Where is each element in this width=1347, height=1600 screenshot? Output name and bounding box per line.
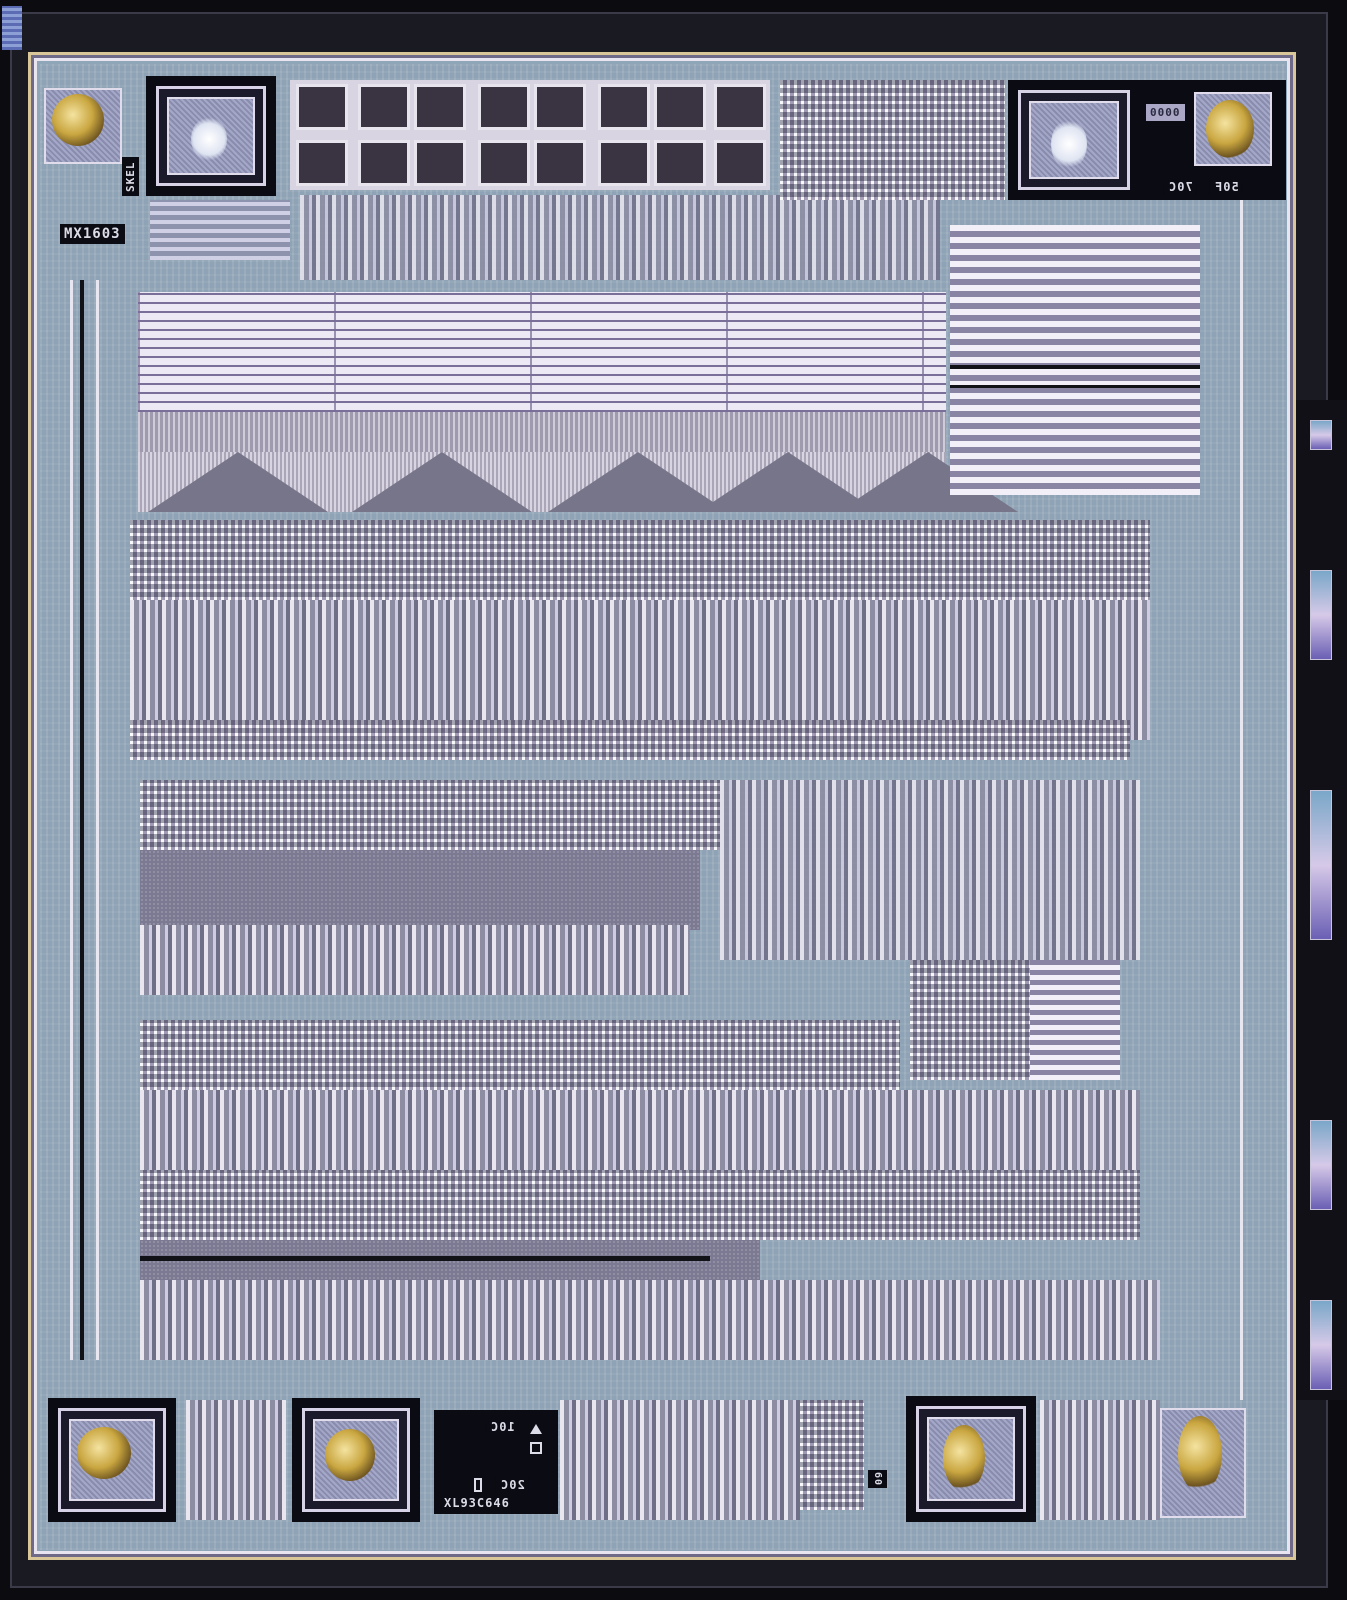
- control-pla: [720, 780, 1140, 960]
- top-right-logic: [780, 80, 1005, 200]
- rotated-marking: SKEL: [122, 157, 139, 196]
- adjacent-die-edge: [1296, 400, 1347, 1400]
- power-bus: [70, 280, 73, 1360]
- bond-pad-bottom-3: [906, 1396, 1036, 1522]
- bond-pad-bottom-2: [292, 1398, 420, 1522]
- wire-bond-icon: [1206, 100, 1254, 158]
- wire-bond-icon: [943, 1425, 985, 1491]
- probe-mark-icon: [191, 117, 227, 161]
- decoder-triangle: [148, 452, 328, 512]
- register-row-1: [130, 520, 1150, 600]
- alu-logic-row: [140, 925, 690, 995]
- wire-bond-icon: [77, 1427, 131, 1479]
- capacitor-cell: [598, 84, 650, 130]
- alignment-rect-icon: [474, 1478, 482, 1492]
- routing-field: [140, 850, 700, 930]
- bond-pad-top-right: [1194, 92, 1272, 166]
- lower-logic-row-1: [140, 1020, 900, 1090]
- corner-test-structure: [2, 6, 22, 50]
- capacitor-cell: [478, 84, 530, 130]
- top-left-bus: [150, 200, 290, 260]
- lower-logic-row-3: [140, 1170, 1140, 1240]
- capacitor-cell: [414, 140, 466, 186]
- mask-rev-marking: 20C: [496, 1476, 529, 1494]
- mask-rev-marking: 10C: [486, 1418, 519, 1436]
- probe-mark-icon: [1051, 119, 1087, 169]
- capacitor-cell: [654, 140, 706, 186]
- right-power-bus: [1240, 200, 1243, 1400]
- capacitor-cell: [534, 140, 586, 186]
- alignment-square-icon: [530, 1442, 542, 1454]
- register-file: [950, 225, 1200, 495]
- ground-bus: [80, 280, 84, 1360]
- bottom-io-logic-2: [800, 1400, 864, 1510]
- bond-pad-top-3: [1008, 80, 1140, 200]
- power-rail-line: [140, 1256, 710, 1261]
- capacitor-cell: [598, 140, 650, 186]
- capacitor-cell: [358, 84, 410, 130]
- mask-rev-marking: 50F: [1210, 178, 1243, 196]
- lower-logic-row-4: [140, 1280, 1160, 1360]
- io-buffer: [186, 1400, 286, 1520]
- wire-bond-icon: [52, 94, 104, 146]
- signal-bus: [96, 280, 99, 1360]
- control-logic-block: [910, 960, 1030, 1080]
- capacitor-cell: [654, 84, 706, 130]
- capacitor-cell: [414, 84, 466, 130]
- adjacent-pad: [1310, 420, 1332, 450]
- alignment-triangle-icon: [530, 1424, 542, 1434]
- alu-slice-row: [140, 780, 720, 850]
- adjacent-pad: [1310, 790, 1332, 940]
- capacitor-cell: [534, 84, 586, 130]
- top-control-logic: [300, 195, 940, 280]
- capacitor-array: [290, 80, 770, 190]
- bond-pad-bottom-1: [48, 1398, 176, 1522]
- wire-bond-icon: [1178, 1416, 1222, 1492]
- part-id-label: MX1603: [60, 224, 125, 244]
- wire-bond-icon: [325, 1429, 375, 1481]
- bond-pad-bottom-right: [1160, 1408, 1246, 1518]
- io-buffer-right: [1040, 1400, 1160, 1520]
- rom-column-dividers: [138, 292, 946, 412]
- decoder-triangle: [352, 452, 532, 512]
- divider-line: [950, 385, 1200, 388]
- rom-sense-row: [138, 412, 946, 452]
- adjacent-pad: [1310, 1120, 1332, 1210]
- small-marking-bottom: 60: [868, 1470, 887, 1489]
- bond-pad-top-left: [44, 88, 122, 164]
- mask-rev-marking: 70C: [1164, 178, 1197, 196]
- adjacent-pad: [1310, 570, 1332, 660]
- bond-pad-top-2: [146, 76, 276, 196]
- control-register: [1030, 960, 1120, 1080]
- rom-array: [138, 292, 946, 412]
- capacitor-cell: [714, 140, 766, 186]
- capacitor-cell: [296, 140, 348, 186]
- register-row-3: [130, 720, 1130, 760]
- capacitor-cell: [478, 140, 530, 186]
- part-id-label-bottom: XL93C646: [440, 1494, 514, 1512]
- bottom-io-logic: [560, 1400, 800, 1520]
- rom-bitline-region: [138, 452, 1018, 512]
- divider-line: [950, 365, 1200, 369]
- small-marking: 0000: [1146, 104, 1185, 121]
- capacitor-cell: [358, 140, 410, 186]
- lower-logic-row-2: [140, 1090, 1140, 1170]
- register-row-2: [130, 600, 1150, 740]
- capacitor-cell: [296, 84, 348, 130]
- adjacent-pad: [1310, 1300, 1332, 1390]
- capacitor-cell: [714, 84, 766, 130]
